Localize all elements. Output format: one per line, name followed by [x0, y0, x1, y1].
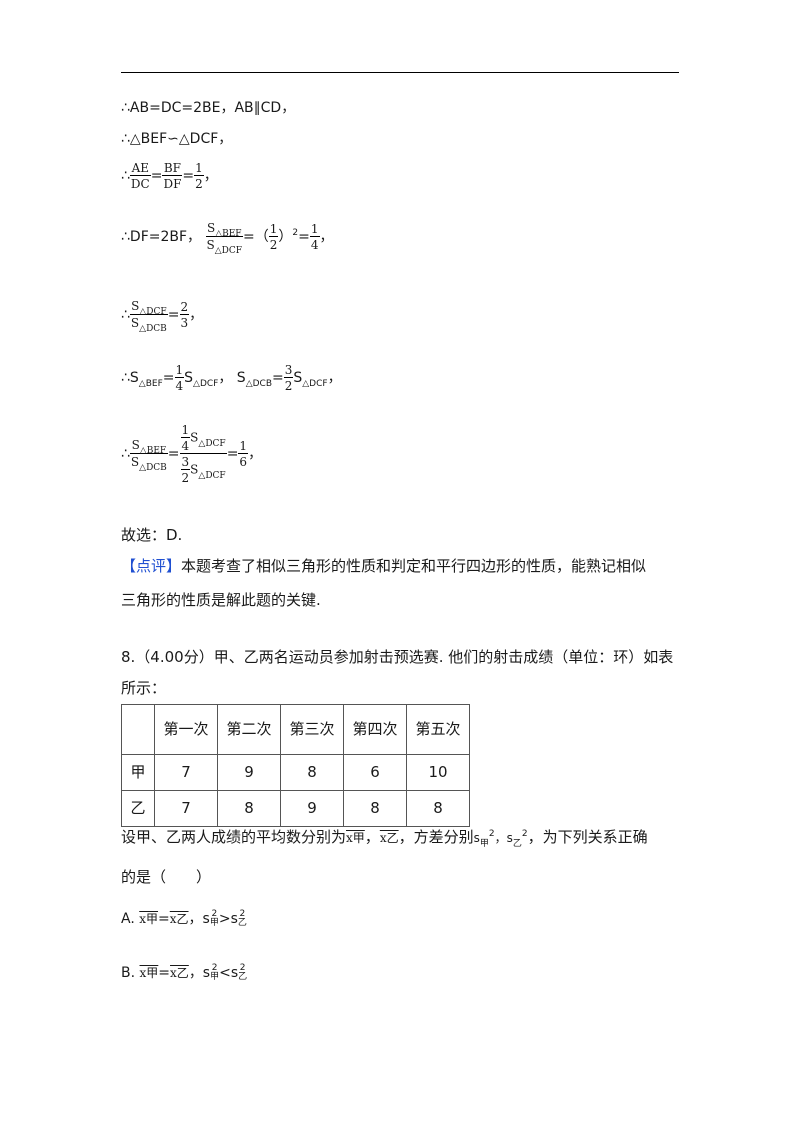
table-cell: 8 — [217, 790, 281, 827]
question-stem-line-2: 所示： — [121, 679, 167, 697]
answer-line: 故选：D. — [121, 526, 183, 544]
therefore: ∴ — [121, 168, 130, 184]
comment-tag: 【点评】 — [121, 557, 182, 575]
table-header-row: 第一次 第二次 第三次 第四次 第五次 — [121, 704, 470, 755]
table-cell: 6 — [343, 754, 407, 791]
question-stem-line-4: 的是（ ） — [121, 868, 212, 886]
option-label: A. — [121, 911, 135, 927]
table-row: 甲 7 9 8 6 10 — [121, 754, 470, 791]
table-header-cell: 第五次 — [406, 704, 470, 755]
table-header-cell: 第一次 — [154, 704, 218, 755]
table-cell: 8 — [343, 790, 407, 827]
table-row: 乙 7 8 9 8 8 — [121, 790, 470, 827]
table-cell: 乙 — [121, 790, 155, 827]
comment-line-1: 【点评】本题考查了相似三角形的性质和判定和平行四边形的性质，能熟记相似 — [121, 557, 647, 575]
table-cell: 9 — [280, 790, 344, 827]
mean-jia: x甲 — [346, 831, 365, 845]
solution-line-1: ∴AB=DC=2BE，AB∥CD， — [121, 100, 296, 116]
table-cell: 8 — [406, 790, 470, 827]
table-header-cell: 第三次 — [280, 704, 344, 755]
header-rule — [121, 72, 679, 73]
option-label: B. — [121, 965, 136, 981]
question-stem-line-1: 8.（4.00分）甲、乙两名运动员参加射击预选赛. 他们的射击成绩（单位：环）如… — [121, 648, 674, 666]
table-cell: 7 — [154, 754, 218, 791]
table-header-cell — [121, 704, 155, 755]
comment-line-2: 三角形的性质是解此题的关键. — [121, 591, 321, 609]
table-cell: 9 — [217, 754, 281, 791]
table-header-cell: 第二次 — [217, 704, 281, 755]
mean-yi: x乙 — [379, 831, 399, 845]
score-table: 第一次 第二次 第三次 第四次 第五次 甲 7 9 8 6 10 乙 7 8 9… — [121, 704, 470, 827]
table-cell: 7 — [154, 790, 218, 827]
table-header-cell: 第四次 — [343, 704, 407, 755]
table-cell: 8 — [280, 754, 344, 791]
table-cell: 10 — [406, 754, 470, 791]
table-cell: 甲 — [121, 754, 155, 791]
solution-line-2: ∴△BEF∽△DCF， — [121, 131, 233, 147]
question-stem-line-3: 设甲、乙两人成绩的平均数分别为x甲，x乙，方差分别s甲2，s乙2，为下列关系正确 — [121, 828, 648, 849]
